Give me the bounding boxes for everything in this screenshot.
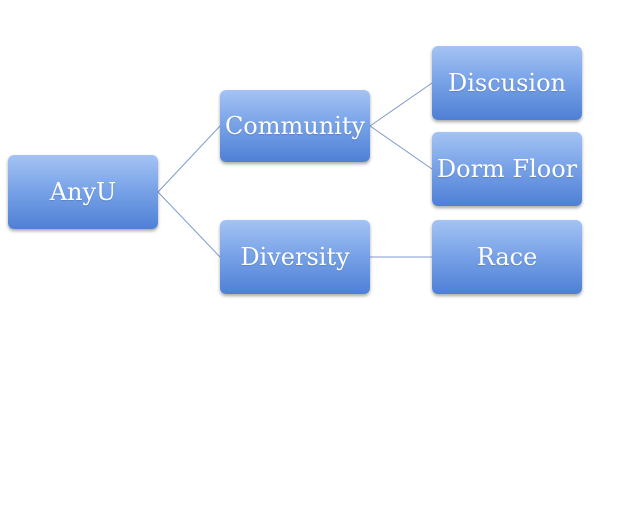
node-anyu: AnyU — [8, 155, 158, 229]
edge-anyu-diversity — [157, 191, 221, 258]
node-race: Race — [432, 220, 582, 294]
node-dorm-floor-label: Dorm Floor — [436, 155, 578, 183]
node-diversity: Diversity — [220, 220, 370, 294]
node-discusion: Discusion — [432, 46, 582, 120]
node-anyu-label: AnyU — [49, 178, 117, 206]
node-race-label: Race — [476, 243, 538, 271]
edge-community-dorm-floor — [369, 125, 433, 170]
node-diversity-label: Diversity — [240, 243, 350, 271]
node-community: Community — [220, 90, 370, 162]
edge-community-discusion — [369, 82, 433, 127]
edge-anyu-community — [157, 125, 221, 193]
node-dorm-floor: Dorm Floor — [432, 132, 582, 206]
node-community-label: Community — [224, 112, 366, 140]
node-discusion-label: Discusion — [447, 69, 567, 97]
